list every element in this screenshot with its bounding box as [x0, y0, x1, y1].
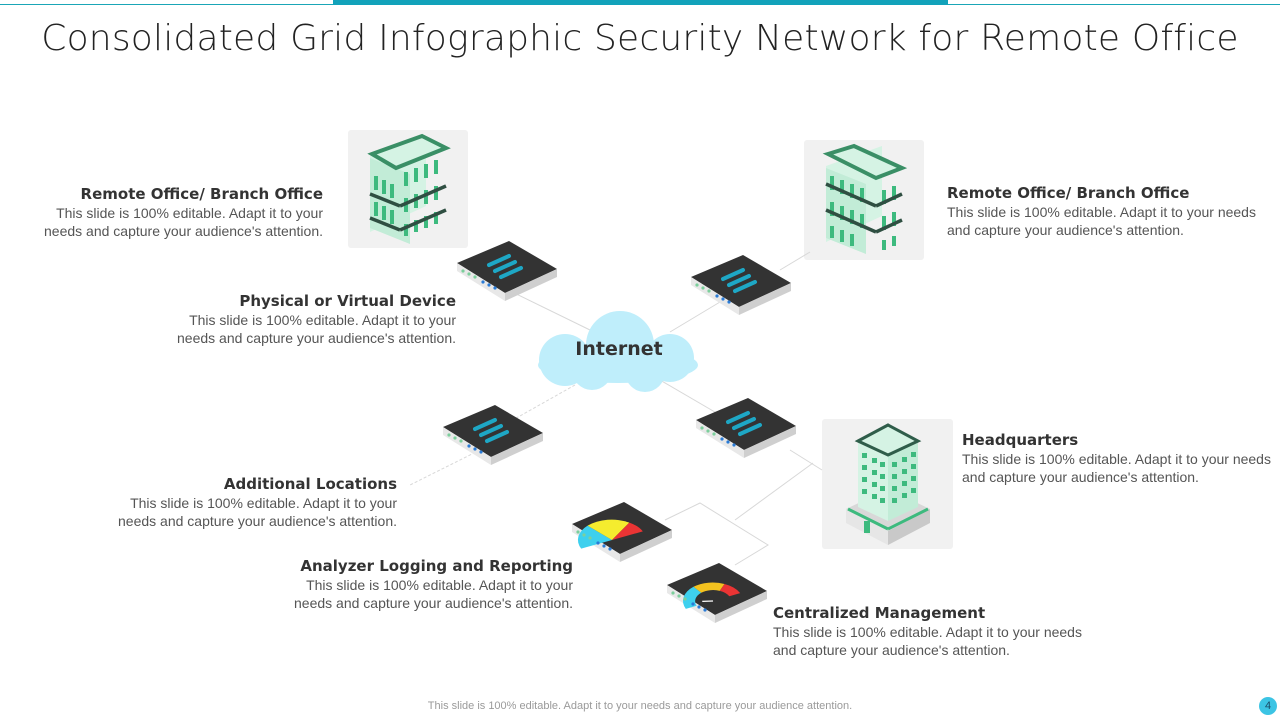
- additional-locations-block: Additional Locations This slide is 100% …: [90, 474, 397, 530]
- office-building-icon: [822, 143, 908, 254]
- office-building-icon: [367, 133, 451, 244]
- block-heading: Physical or Virtual Device: [239, 292, 456, 310]
- router-icon: [457, 241, 557, 301]
- link-hq-branch: [734, 462, 814, 521]
- headquarters-building-icon: [846, 423, 930, 545]
- gauge-device-icon: [667, 563, 767, 623]
- link-hq: [789, 449, 823, 471]
- pie-chart-device-icon: [572, 502, 672, 562]
- link-right-office: [779, 251, 811, 271]
- block-heading: Remote Office/ Branch Office: [80, 185, 323, 203]
- internet-label: Internet: [575, 338, 663, 360]
- router-icon: [443, 405, 543, 465]
- block-heading: Remote Office/ Branch Office: [947, 184, 1190, 202]
- block-heading: Centralized Management: [773, 604, 986, 622]
- page-number-badge: 4: [1259, 697, 1277, 715]
- block-description: This slide is 100% editable. Adapt it to…: [962, 451, 1271, 485]
- block-description: This slide is 100% editable. Adapt it to…: [118, 495, 397, 529]
- router-icon: [691, 255, 791, 315]
- block-description: This slide is 100% editable. Adapt it to…: [773, 624, 1082, 658]
- link-right-bottom: [659, 379, 721, 416]
- analyzer-logging-block: Analyzer Logging and Reporting This slid…: [265, 556, 573, 612]
- link-additional: [409, 449, 481, 486]
- block-heading: Headquarters: [962, 431, 1079, 449]
- headquarters-block: Headquarters This slide is 100% editable…: [962, 430, 1272, 486]
- remote-office-left-block: Remote Office/ Branch Office This slide …: [20, 184, 323, 240]
- cloud-icon: [538, 311, 698, 392]
- centralized-management-block: Centralized Management This slide is 100…: [773, 603, 1083, 659]
- block-description: This slide is 100% editable. Adapt it to…: [177, 312, 456, 346]
- block-heading: Additional Locations: [223, 475, 397, 493]
- link-left-top: [507, 289, 591, 331]
- block-heading: Analyzer Logging and Reporting: [300, 557, 573, 575]
- router-icon: [696, 398, 796, 458]
- block-description: This slide is 100% editable. Adapt it to…: [947, 204, 1256, 238]
- block-description: This slide is 100% editable. Adapt it to…: [44, 205, 323, 239]
- remote-office-right-block: Remote Office/ Branch Office This slide …: [947, 183, 1257, 239]
- physical-virtual-device-block: Physical or Virtual Device This slide is…: [150, 291, 456, 347]
- top-accent-bar: [333, 0, 948, 5]
- footer-note: This slide is 100% editable. Adapt it to…: [427, 700, 853, 712]
- link-analyzer-mgmt: [664, 502, 769, 566]
- block-description: This slide is 100% editable. Adapt it to…: [294, 577, 573, 611]
- page-title: Consolidated Grid Infographic Security N…: [41, 18, 1239, 59]
